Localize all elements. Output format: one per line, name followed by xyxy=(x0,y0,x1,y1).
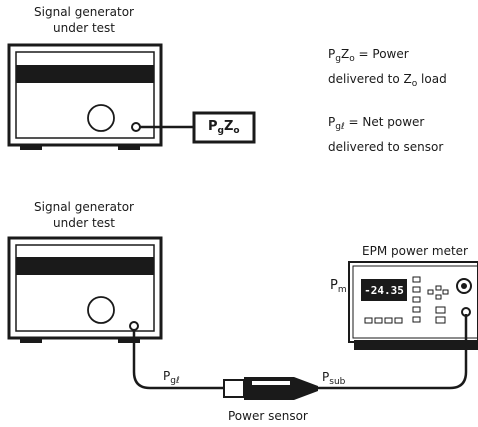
meter-display-value: -24.35 xyxy=(364,284,404,297)
foot xyxy=(118,338,140,343)
knob-icon xyxy=(87,104,115,132)
foot xyxy=(20,338,42,343)
pgl-label: Pgℓ xyxy=(163,369,180,386)
psub-label: Psub xyxy=(322,370,346,387)
meter-display xyxy=(361,279,407,301)
pgl-definition: Pgℓ = Net power delivered to sensor xyxy=(328,115,444,154)
meter-input-connector-icon xyxy=(461,307,471,317)
bottom-signal-generator xyxy=(7,236,163,343)
pgzo-box-label: PgZo xyxy=(208,119,240,136)
pgzo-load-box xyxy=(192,111,256,144)
pgzo-definition: PgZo = Power delivered to Zo load xyxy=(328,47,447,89)
sensor-cable xyxy=(318,314,468,390)
foot xyxy=(118,145,140,150)
pm-label: Pm xyxy=(330,278,347,295)
foot xyxy=(20,145,42,150)
meter-label: EPM power meter xyxy=(362,244,468,258)
meter-knob-icon xyxy=(456,278,472,294)
bottom-generator-label: Signal generator under test xyxy=(34,200,134,230)
output-connector-icon xyxy=(129,321,139,331)
knob-icon xyxy=(87,296,115,324)
power-sensor-label: Power sensor xyxy=(228,409,308,423)
epm-power-meter: -24.35 xyxy=(348,261,478,350)
generator-cable xyxy=(132,330,224,390)
top-signal-generator xyxy=(7,43,194,150)
top-generator-label: Signal generator under test xyxy=(34,5,134,35)
output-connector-icon xyxy=(131,122,141,132)
power-sensor xyxy=(223,377,318,400)
